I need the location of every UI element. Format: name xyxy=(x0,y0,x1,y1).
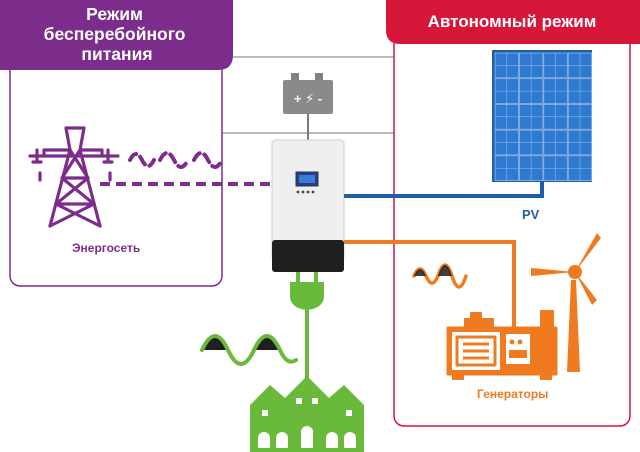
grid-sine-wave-icon xyxy=(128,151,224,169)
ups-title-line-3: питания xyxy=(81,44,152,64)
svg-text:Режим бесперебойного: Режим бесперебойного питания xyxy=(44,4,191,64)
ups-panel-header xyxy=(0,0,233,70)
autonomous-panel-header xyxy=(386,0,640,44)
pv-connection-line xyxy=(344,182,544,198)
ups-mode-panel: Режим бесперебойного питания xyxy=(0,0,233,287)
plug-icon xyxy=(290,272,324,310)
generator-icon xyxy=(446,310,558,380)
autonomous-mode-panel: Автономный режим xyxy=(386,0,640,427)
generator-sine-wave-fill xyxy=(414,265,452,276)
generators-label: Генераторы xyxy=(477,387,548,401)
battery-symbol: + ⚡ - xyxy=(294,91,322,106)
power-tower-icon xyxy=(28,126,120,228)
battery-icon: + ⚡ - xyxy=(283,73,333,114)
inverter-icon xyxy=(271,139,345,272)
solar-panel-cells xyxy=(494,52,593,181)
ups-title-line-2: бесперебойного xyxy=(44,24,186,44)
pv-label: PV xyxy=(522,207,540,222)
grid-label: Энергосеть xyxy=(72,241,140,255)
output-sine-wave-icon xyxy=(200,334,298,366)
solar-panel-icon xyxy=(492,50,593,182)
wind-turbine-icon xyxy=(531,233,601,372)
generator-connection-line xyxy=(344,240,516,330)
ups-title-line-1: Режим xyxy=(86,4,143,24)
houses-icon xyxy=(250,376,364,452)
autonomous-title: Автономный режим xyxy=(428,12,597,31)
